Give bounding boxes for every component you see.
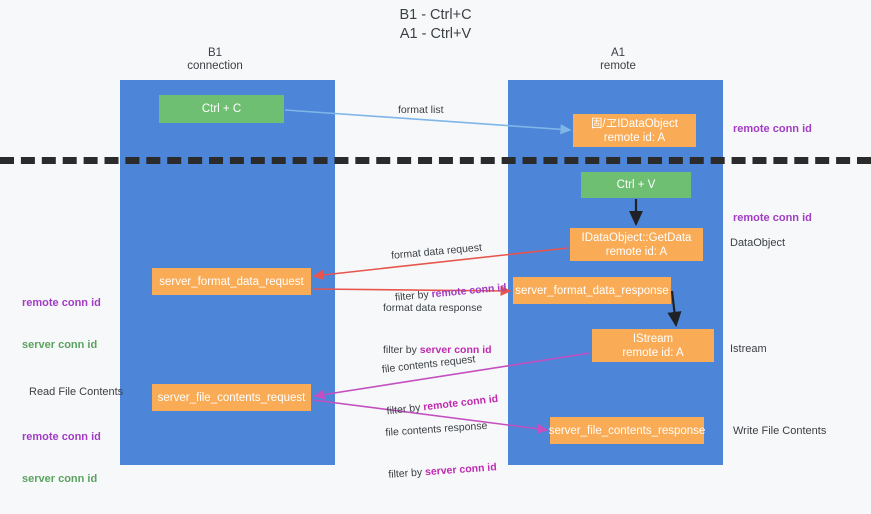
filter-prefix: filter by — [387, 466, 426, 481]
annotation-dataobject: DataObject — [730, 237, 786, 249]
filter-key: server conn id — [424, 461, 498, 479]
edge-response-to-istream — [667, 290, 682, 328]
annotation-server-conn-id: server conn id — [22, 473, 98, 485]
annotation-left-conn-ids-top: remote conn id server conn id — [22, 268, 101, 380]
edge-file-contents-request — [313, 352, 591, 400]
node-ctrl-c[interactable]: Ctrl + C — [159, 95, 284, 123]
annotation-read-file-contents: Read File Contents — [29, 386, 124, 398]
edge-label-line-primary: file contents response — [385, 419, 488, 439]
node-server-format-data-response[interactable]: server_format_data_response — [513, 277, 671, 304]
node-ctrl-v[interactable]: Ctrl + V — [581, 172, 691, 198]
edge-label-line-primary: format data response — [383, 302, 483, 314]
node-server-file-contents-request[interactable]: server_file_contents_request — [152, 384, 311, 411]
edge-label-line-primary: file contents request — [381, 353, 477, 376]
diagram-canvas: B1 - Ctrl+C A1 - Ctrl+V B1 connection A1… — [0, 7, 871, 485]
edge-label-line-filter: filter by server conn id — [383, 343, 492, 357]
annotation-istream: Istream — [730, 343, 767, 355]
filter-key: server conn id — [419, 344, 492, 356]
annotation-write-file-contents: Write File Contents — [733, 425, 827, 437]
node-idataobject-getdata[interactable]: IDataObject::GetData remote id: A — [570, 228, 703, 261]
column-header-a1: A1 remote — [600, 47, 636, 72]
node-istream[interactable]: IStream remote id: A — [592, 329, 714, 362]
annotation-server-conn-id: server conn id — [22, 339, 98, 351]
edge-label-line-primary: format data request — [390, 241, 483, 262]
edge-file-contents-response — [312, 399, 549, 434]
edge-format-data-response — [312, 285, 512, 297]
annotation-remote-conn-id-mid: remote conn id — [733, 212, 812, 224]
edge-label-format-list: format list — [398, 104, 444, 116]
node-server-file-contents-response[interactable]: server_file_contents_response — [549, 417, 705, 444]
node-idataobject[interactable]: 固/ヱIDataObject remote id: A — [573, 114, 696, 147]
annotation-remote-conn-id: remote conn id — [22, 297, 101, 309]
phase-divider — [0, 157, 871, 164]
edge-label-format-data-response: format data response filter by server co… — [383, 273, 492, 385]
node-server-format-data-request[interactable]: server_format_data_request — [152, 268, 311, 295]
filter-prefix: filter by — [383, 344, 420, 356]
edge-label-line-filter: filter by server conn id — [388, 460, 497, 482]
annotation-remote-conn-id: remote conn id — [22, 431, 101, 443]
edge-layer — [284, 109, 682, 434]
annotation-remote-conn-id-top: remote conn id — [733, 123, 812, 135]
edge-format-data-request — [312, 247, 569, 281]
column-header-b1: B1 connection — [187, 47, 243, 72]
annotation-left-conn-ids-bottom: remote conn id server conn id — [22, 402, 101, 514]
diagram-title: B1 - Ctrl+C A1 - Ctrl+V — [399, 7, 472, 42]
edge-format-list — [284, 109, 572, 135]
edge-label-file-contents-response: file contents response filter by server … — [383, 390, 499, 509]
